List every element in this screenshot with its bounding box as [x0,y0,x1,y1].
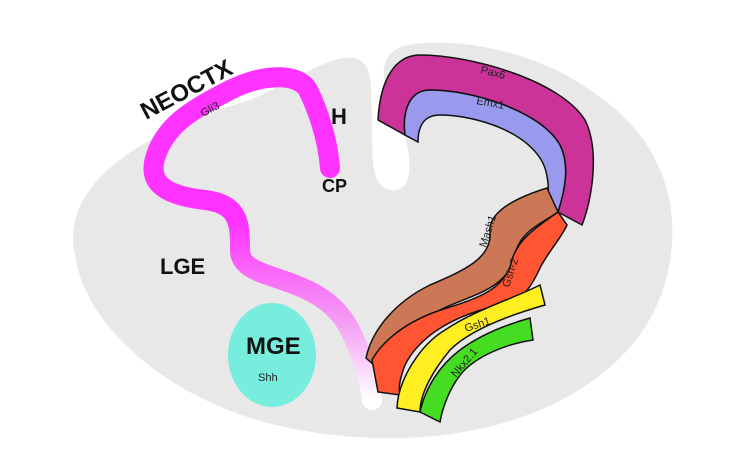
mge-label: MGE [246,333,301,360]
lge-label: LGE [160,254,205,279]
pax6-label: Pax6 [479,64,506,82]
gsh1-band [396,283,546,413]
hippocampus-label: H [331,104,347,129]
emx1-label: Emx1 [475,95,505,112]
gli3-expression-band [143,67,382,410]
mge-region [228,303,316,407]
gsh2-band [371,210,568,396]
nkx21-band [419,317,534,424]
shh-label: Shh [258,372,278,384]
choroid-plexus-label: CP [322,176,347,196]
